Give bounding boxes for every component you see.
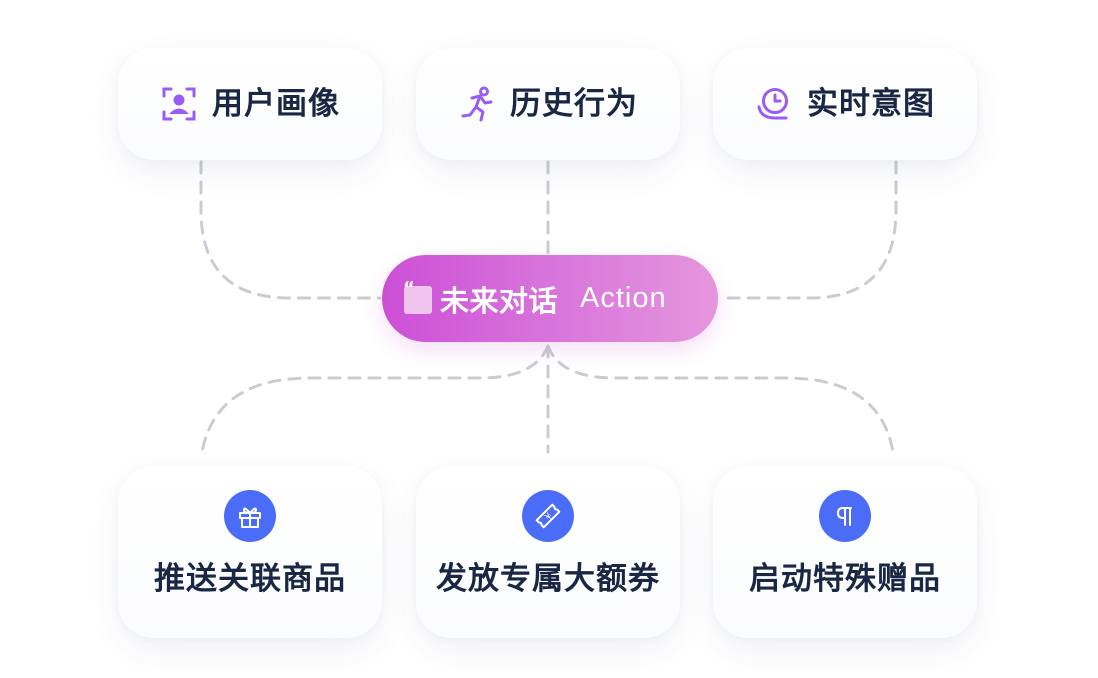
card-exclusive-coupon: ¥ 发放专属大额券	[416, 466, 680, 638]
svg-text:„: „	[418, 307, 430, 318]
gift-icon	[224, 490, 276, 542]
running-person-icon	[458, 85, 496, 123]
center-label-zh: 未来对话	[440, 283, 559, 318]
pilcrow-icon	[819, 490, 871, 542]
card-label: 实时意图	[807, 85, 935, 122]
card-push-related-products: 推送关联商品	[118, 466, 382, 638]
connector-gift	[546, 344, 895, 454]
connector-user-portrait	[199, 160, 382, 300]
card-label: 发放专属大额券	[436, 561, 660, 597]
card-label: 用户画像	[212, 85, 340, 122]
coupon-ticket-icon: ¥	[522, 490, 574, 542]
card-special-gift: 启动特殊赠品	[713, 466, 977, 638]
center-label-en: Action	[580, 282, 667, 314]
card-realtime-intent: 实时意图	[713, 48, 977, 160]
user-portrait-icon	[160, 85, 198, 123]
svg-text:“: “	[403, 280, 415, 299]
card-label: 历史行为	[510, 85, 638, 122]
card-label: 推送关联商品	[154, 561, 346, 597]
svg-text:¥: ¥	[543, 511, 554, 522]
connector-push	[200, 344, 550, 454]
card-label: 启动特殊赠品	[749, 561, 941, 597]
card-history-behavior: 历史行为	[416, 48, 680, 160]
quote-icon: “ „	[402, 280, 436, 318]
clock-intent-icon	[755, 85, 793, 123]
card-user-portrait: 用户画像	[118, 48, 382, 160]
center-action-pill: “ „ 未来对话 Action	[382, 255, 718, 342]
connector-intent	[720, 160, 898, 300]
